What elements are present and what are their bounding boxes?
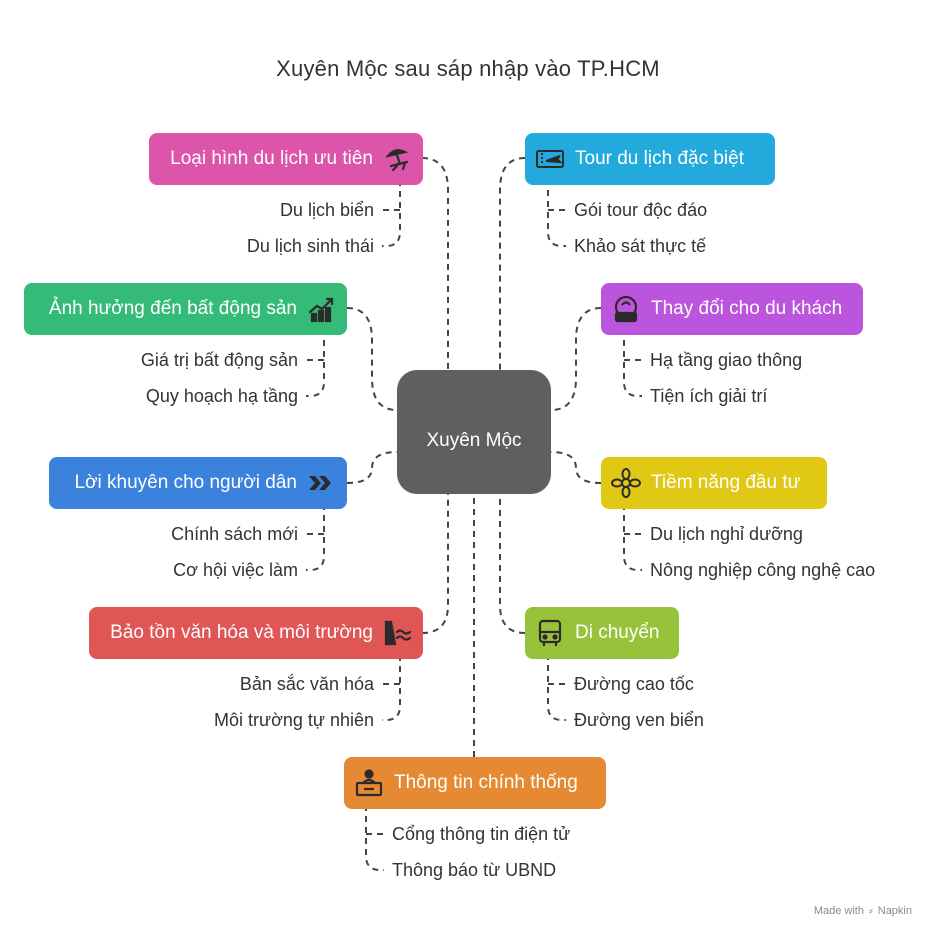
node-label: Tiềm năng đầu tư (651, 472, 801, 493)
node-special-tours[interactable]: Tour du lịch đặc biệt (525, 133, 775, 185)
leaf-item: Du lịch biển (279, 200, 374, 220)
node-label: Ảnh hưởng đến bất động sản (48, 298, 297, 319)
node-transport[interactable]: Di chuyển (525, 607, 679, 659)
leaf-item: Tiện ích giải trí (650, 386, 768, 406)
leaf-item: Đường ven biển (574, 710, 704, 730)
leaf-item: Thông báo từ UBND (392, 860, 557, 880)
node-label: Loại hình du lịch ưu tiên (170, 148, 373, 169)
beach-umbrella-icon (383, 144, 413, 174)
diagram-title: Xuyên Mộc sau sáp nhập vào TP.HCM (276, 56, 660, 81)
leaf-item: Du lịch nghỉ dưỡng (650, 524, 803, 544)
double-chevron-icon (307, 468, 337, 498)
reception-desk-icon (354, 768, 384, 798)
credit: Made with ⸗ Napkin (814, 905, 912, 917)
ticket-plane-icon (535, 144, 565, 174)
leaf-item: Bản sắc văn hóa (239, 674, 374, 694)
leaf-item: Môi trường tự nhiên (214, 710, 374, 730)
node-travel-types[interactable]: Loại hình du lịch ưu tiên (149, 133, 423, 185)
credit-prefix: Made with (813, 905, 864, 917)
leaf-item: Khảo sát thực tế (574, 236, 707, 256)
leaf-item: Chính sách mới (171, 524, 298, 544)
leaf-item: Du lịch sinh thái (246, 236, 374, 256)
node-investment[interactable]: Tiềm năng đầu tư (601, 457, 827, 509)
flower-icon (611, 468, 641, 498)
leaf-item: Cơ hội việc làm (173, 560, 298, 580)
center-label: Xuyên Mộc (426, 430, 522, 451)
connector-real-estate (346, 307, 398, 411)
node-real-estate[interactable]: Ảnh hưởng đến bất động sản (24, 283, 347, 335)
center-node[interactable]: Xuyên Mộc (397, 370, 551, 494)
node-label: Di chuyển (575, 622, 660, 643)
bus-icon (535, 618, 565, 648)
connector-travel-types (421, 157, 449, 370)
connector-investment (550, 451, 602, 484)
node-tourist-changes[interactable]: Thay đổi cho du khách (601, 283, 863, 335)
leaf-item: Cổng thông tin điện tử (392, 824, 571, 844)
travel-bag-icon (611, 294, 641, 324)
dam-water-icon (383, 618, 413, 648)
node-label: Bảo tồn văn hóa và môi trường (110, 622, 373, 643)
connector-tourist-changes (550, 307, 602, 411)
node-official-info[interactable]: Thông tin chính thống (344, 757, 606, 809)
real-estate-chart-icon (307, 294, 337, 324)
leaf-item: Đường cao tốc (574, 674, 694, 694)
leaf-item: Nông nghiệp công nghệ cao (650, 560, 876, 580)
node-label: Tour du lịch đặc biệt (575, 148, 744, 169)
connector-advice (346, 451, 398, 484)
leaf-item: Giá trị bất động sản (140, 350, 298, 370)
leaf-item: Quy hoạch hạ tầng (145, 386, 298, 406)
node-label: Thay đổi cho du khách (651, 298, 843, 319)
credit-brand: Napkin (877, 905, 912, 917)
leaf-item: Hạ tầng giao thông (650, 350, 803, 370)
connector-special-tours (499, 157, 526, 370)
connector-preservation (421, 494, 449, 634)
connector-transport (499, 494, 526, 634)
node-label: Lời khuyên cho người dân (74, 472, 298, 493)
leaf-item: Gói tour độc đáo (574, 200, 708, 220)
node-label: Thông tin chính thống (394, 772, 578, 793)
node-preservation[interactable]: Bảo tồn văn hóa và môi trường (89, 607, 423, 659)
node-advice[interactable]: Lời khuyên cho người dân (49, 457, 347, 509)
napkin-logo-icon: ⸗ (869, 905, 873, 917)
